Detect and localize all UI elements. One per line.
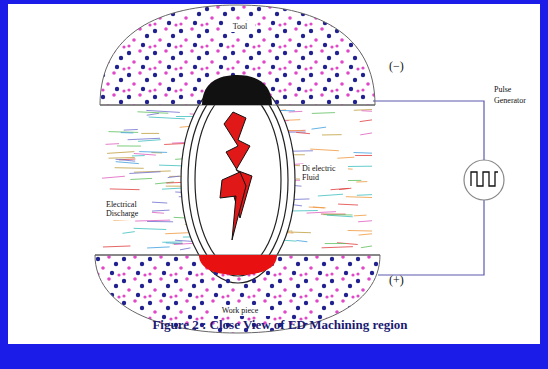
fluid-stroke bbox=[138, 140, 161, 142]
fluid-stroke bbox=[106, 143, 119, 145]
fluid-stroke bbox=[103, 246, 130, 247]
fluid-stroke bbox=[168, 176, 180, 178]
fluid-stroke bbox=[116, 162, 139, 164]
fluid-stroke bbox=[360, 120, 372, 122]
node-label: Tool bbox=[225, 21, 255, 32]
discharge-label: Electrical Discharge bbox=[104, 200, 152, 220]
dielectric-label: Di electric Fluid bbox=[300, 164, 348, 184]
polarity-label: (+) bbox=[389, 274, 419, 287]
fluid-stroke bbox=[165, 233, 188, 234]
fluid-stroke bbox=[279, 110, 295, 111]
fluid-stroke bbox=[354, 215, 367, 217]
fluid-stroke bbox=[134, 228, 167, 229]
fluid-stroke bbox=[357, 194, 372, 196]
fluid-stroke bbox=[110, 188, 140, 190]
fluid-stroke bbox=[151, 202, 168, 204]
fluid-stroke bbox=[310, 149, 339, 151]
fluid-stroke bbox=[147, 247, 169, 248]
fluid-stroke bbox=[354, 109, 372, 111]
fluid-stroke bbox=[348, 230, 372, 232]
fluid-stroke bbox=[312, 112, 335, 114]
fluid-stroke bbox=[331, 188, 349, 189]
fluid-stroke bbox=[296, 132, 310, 133]
fluid-stroke bbox=[180, 248, 190, 250]
fluid-stroke bbox=[139, 151, 167, 153]
fluid-stroke bbox=[322, 247, 353, 248]
fluid-stroke bbox=[322, 134, 342, 135]
fluid-stroke bbox=[346, 196, 372, 198]
wire bbox=[378, 200, 484, 275]
pulse-generator-outline bbox=[462, 158, 506, 202]
fluid-stroke bbox=[347, 166, 372, 167]
fluid-stroke bbox=[296, 240, 307, 241]
fluid-stroke bbox=[294, 154, 305, 155]
fluid-stroke bbox=[356, 181, 367, 182]
figure-caption: Figure 2 : Close View of ED Machining re… bbox=[60, 318, 500, 332]
fluid-stroke bbox=[149, 117, 185, 119]
fluid-stroke bbox=[318, 194, 343, 196]
fluid-stroke bbox=[360, 133, 372, 135]
fluid-stroke bbox=[134, 153, 156, 155]
fluid-stroke bbox=[129, 172, 160, 174]
fluid-stroke bbox=[115, 167, 144, 169]
fluid-stroke bbox=[355, 155, 372, 156]
fluid-stroke bbox=[102, 176, 125, 178]
fluid-stroke bbox=[358, 221, 372, 222]
fluid-stroke bbox=[164, 143, 184, 145]
polarity-label: (−) bbox=[389, 60, 419, 73]
fluid-stroke bbox=[117, 145, 141, 146]
node-label: Work piece bbox=[210, 305, 270, 316]
fluid-stroke bbox=[338, 204, 358, 206]
fluid-stroke bbox=[147, 113, 159, 115]
fluid-stroke bbox=[325, 243, 346, 244]
fluid-stroke bbox=[124, 129, 138, 131]
fluid-stroke bbox=[311, 127, 326, 129]
fluid-stroke bbox=[162, 241, 182, 242]
tool-electrode: Tool bbox=[100, 5, 375, 105]
fluid-stroke bbox=[107, 152, 134, 154]
fluid-stroke bbox=[323, 214, 352, 215]
fluid-stroke bbox=[128, 138, 160, 139]
fluid-stroke bbox=[359, 234, 372, 235]
fluid-stroke bbox=[137, 112, 168, 113]
fluid-stroke bbox=[291, 232, 311, 234]
fluid-stroke bbox=[141, 133, 159, 134]
fluid-stroke bbox=[354, 152, 372, 154]
fluid-stroke bbox=[361, 110, 372, 112]
discharge-oval bbox=[181, 77, 295, 283]
fluid-stroke bbox=[147, 221, 173, 222]
node-label: Pulse Generator bbox=[494, 84, 534, 106]
fluid-stroke bbox=[122, 232, 134, 234]
fluid-stroke bbox=[121, 132, 134, 133]
fluid-stroke bbox=[132, 155, 145, 156]
tool-electrode-outline bbox=[100, 5, 375, 105]
pulse-generator: Pulse Generator bbox=[462, 158, 506, 202]
fluid-stroke bbox=[337, 157, 354, 158]
wire bbox=[373, 101, 484, 160]
fluid-stroke bbox=[361, 246, 372, 248]
fluid-stroke bbox=[130, 178, 152, 179]
fluid-stroke bbox=[108, 131, 138, 133]
fluid-stroke bbox=[116, 159, 136, 161]
fluid-stroke bbox=[307, 212, 336, 213]
fluid-stroke bbox=[109, 157, 135, 159]
fluid-stroke bbox=[313, 206, 326, 208]
